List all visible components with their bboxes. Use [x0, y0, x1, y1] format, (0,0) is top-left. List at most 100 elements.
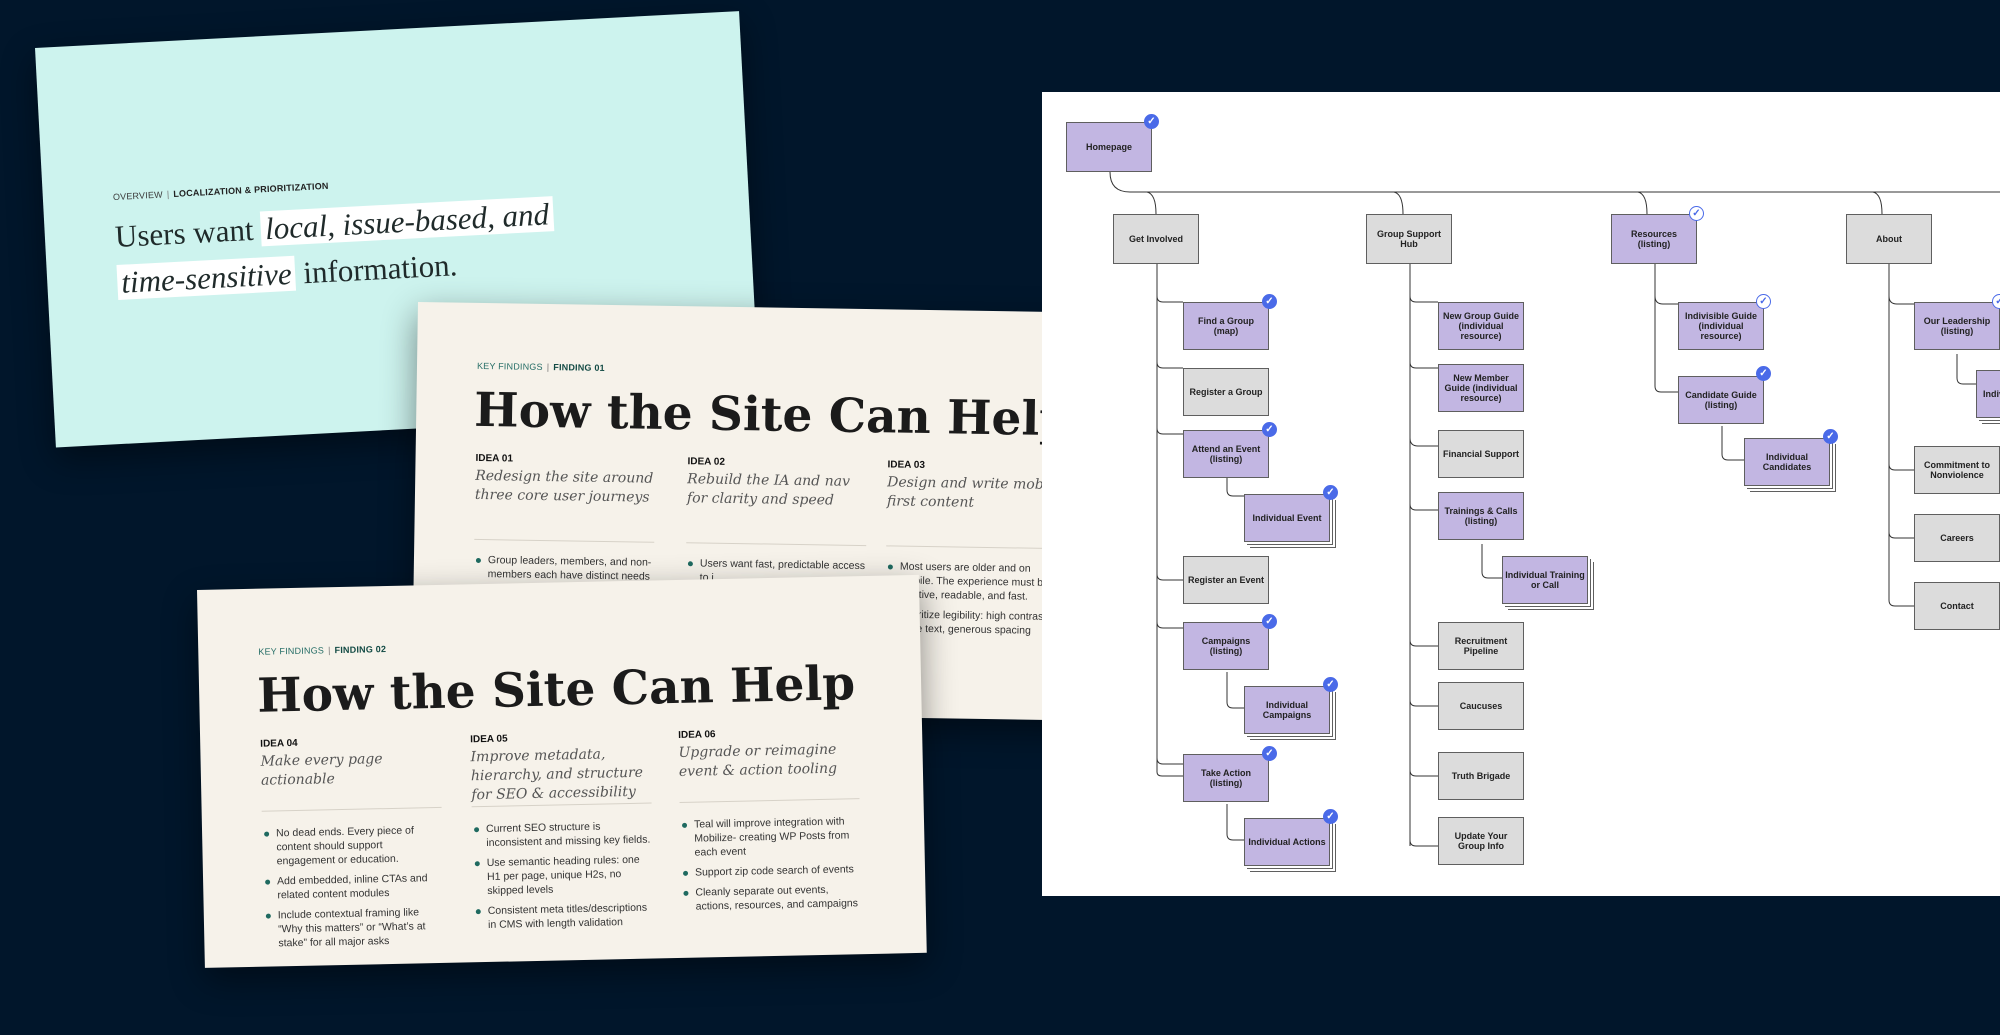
idea-bullets: Current SEO structure is inconsistent an… [472, 819, 654, 939]
node-register-a-group[interactable]: Register a Group [1183, 368, 1269, 416]
node-label: Update Your Group Info [1454, 831, 1508, 851]
bullet: Include contextual framing like “Why thi… [264, 905, 445, 951]
crumb-section: OVERVIEW [112, 189, 164, 203]
idea-column: IDEA 04 Make every page actionable No de… [260, 735, 442, 949]
divider [474, 538, 655, 543]
node-label: Candidate Guide (listing) [1685, 390, 1757, 410]
node-campaigns[interactable]: Campaigns (listing) [1183, 622, 1269, 670]
node-truth-brigade[interactable]: Truth Brigade [1438, 752, 1524, 800]
idea-bullets: No dead ends. Every piece of content sho… [262, 823, 445, 957]
node-label: Homepage [1085, 142, 1132, 152]
node-caucuses[interactable]: Caucuses [1438, 682, 1524, 730]
node-label: Individual Candidates [1762, 452, 1812, 472]
check-icon: ✓ [1323, 677, 1338, 692]
check-icon: ✓ [1756, 294, 1771, 309]
check-icon: ✓ [1262, 746, 1277, 761]
node-label: Group Support Hub [1377, 229, 1441, 249]
bullet: Support zip code search of events [681, 862, 861, 880]
node-label: Recruitment Pipeline [1454, 636, 1508, 656]
bullet: Group leaders, members, and non-members … [474, 553, 654, 584]
node-careers[interactable]: Careers [1914, 514, 2000, 562]
node-label: Caucuses [1459, 701, 1503, 711]
node-label: Find a Group (map) [1198, 316, 1254, 336]
idea-column: IDEA 05 Improve metadata, hierarchy, and… [470, 731, 652, 931]
node-label: Truth Brigade [1451, 771, 1511, 781]
node-label: Get Involved [1128, 234, 1183, 244]
node-new-group-guide[interactable]: New Group Guide (individual resource) [1438, 302, 1524, 350]
node-new-member-guide[interactable]: New Member Guide (individual resource) [1438, 364, 1524, 412]
node-individual-leader[interactable]: Indiv [1976, 370, 2000, 418]
bullet: Use semantic heading rules: one H1 per p… [473, 853, 654, 899]
headline-highlight: time-sensitive [116, 255, 297, 300]
bullet: Cleanly separate out events, actions, re… [681, 882, 862, 914]
check-icon: ✓ [1823, 429, 1838, 444]
node-resources[interactable]: Resources (listing) [1611, 214, 1697, 264]
crumb-section: KEY FINDINGS [476, 360, 543, 372]
crumb-page: FINDING 02 [334, 644, 387, 656]
headline-highlight: local, issue-based, and [260, 196, 554, 247]
idea-bullets: Teal will improve integration with Mobil… [680, 814, 862, 920]
node-take-action[interactable]: Take Action (listing) [1183, 754, 1269, 802]
node-label: Our Leadership (listing) [1923, 316, 1991, 336]
node-label: New Member Guide (individual resource) [1444, 373, 1518, 403]
node-get-involved[interactable]: Get Involved [1113, 214, 1199, 264]
node-label: Individual Actions [1248, 837, 1326, 847]
node-trainings-calls[interactable]: Trainings & Calls (listing) [1438, 492, 1524, 540]
node-individual-training[interactable]: Individual Training or Call [1502, 556, 1588, 604]
divider [686, 542, 867, 547]
idea-label: IDEA 04 [260, 737, 298, 750]
bullet: Consistent meta titles/descriptions in C… [474, 901, 655, 933]
slide-title: How the Site Can Help [256, 656, 856, 724]
node-indivisible-guide[interactable]: Indivisible Guide (individual resource) [1678, 302, 1764, 350]
node-label: Individual Event [1252, 513, 1322, 523]
node-label: Take Action (listing) [1200, 768, 1251, 788]
node-group-support-hub[interactable]: Group Support Hub [1366, 214, 1452, 264]
check-icon: ✓ [1323, 485, 1338, 500]
idea-label: IDEA 03 [887, 459, 926, 471]
node-individual-candidates[interactable]: Individual Candidates [1744, 438, 1830, 486]
idea-description: Upgrade or reimagine event & action tool… [678, 741, 838, 780]
node-find-a-group[interactable]: Find a Group (map) [1183, 302, 1269, 350]
node-recruitment-pipeline[interactable]: Recruitment Pipeline [1438, 622, 1524, 670]
idea-description: Redesign the site around three core user… [474, 467, 654, 506]
crumb-page: LOCALIZATION & PRIORITIZATION [173, 180, 329, 199]
slide-title: How the Site Can Help [473, 382, 1073, 448]
idea-description: Make every page actionable [260, 751, 383, 789]
node-attend-an-event[interactable]: Attend an Event (listing) [1183, 430, 1269, 478]
node-financial-support[interactable]: Financial Support [1438, 430, 1524, 478]
slide-breadcrumb: OVERVIEW|LOCALIZATION & PRIORITIZATION [112, 180, 329, 203]
node-individual-actions[interactable]: Individual Actions [1244, 818, 1330, 866]
crumb-section: KEY FINDINGS [258, 645, 325, 657]
node-individual-campaigns[interactable]: Individual Campaigns [1244, 686, 1330, 734]
divider [261, 806, 442, 812]
crumb-page: FINDING 01 [553, 362, 605, 373]
node-label: Register a Group [1189, 387, 1263, 397]
idea-label: IDEA 06 [678, 729, 716, 741]
idea-column: IDEA 01 Redesign the site around three c… [474, 453, 656, 583]
sitemap-connectors [1109, 171, 2000, 847]
node-homepage[interactable]: Homepage [1066, 122, 1152, 172]
check-icon: ✓ [1144, 114, 1159, 129]
node-commitment-to-nonviolence[interactable]: Commitment to Nonviolence [1914, 446, 2000, 494]
node-contact[interactable]: Contact [1914, 582, 2000, 630]
node-individual-event[interactable]: Individual Event [1244, 494, 1330, 542]
divider [679, 798, 860, 803]
check-icon: ✓ [1756, 366, 1771, 381]
node-label: Register an Event [1187, 575, 1265, 585]
idea-column: IDEA 02 Rebuild the IA and nav for clari… [686, 456, 868, 584]
idea-label: IDEA 05 [470, 733, 508, 746]
node-label: Individual Campaigns [1262, 700, 1312, 720]
sitemap-diagram: Homepage ✓ Get Involved Group Support Hu… [1042, 92, 2000, 896]
node-label: Resources (listing) [1630, 229, 1678, 249]
headline-text: Users want [114, 211, 263, 255]
node-candidate-guide[interactable]: Candidate Guide (listing) [1678, 376, 1764, 424]
node-label: Financial Support [1442, 449, 1519, 459]
bullet: Teal will improve integration with Mobil… [680, 814, 861, 860]
check-icon: ✓ [1262, 614, 1277, 629]
node-our-leadership[interactable]: Our Leadership (listing) [1914, 302, 2000, 350]
node-register-an-event[interactable]: Register an Event [1183, 556, 1269, 604]
node-about[interactable]: About [1846, 214, 1932, 264]
idea-description: Design and write mobile-first content [886, 474, 1066, 511]
check-icon: ✓ [1262, 422, 1277, 437]
node-update-group-info[interactable]: Update Your Group Info [1438, 817, 1524, 865]
